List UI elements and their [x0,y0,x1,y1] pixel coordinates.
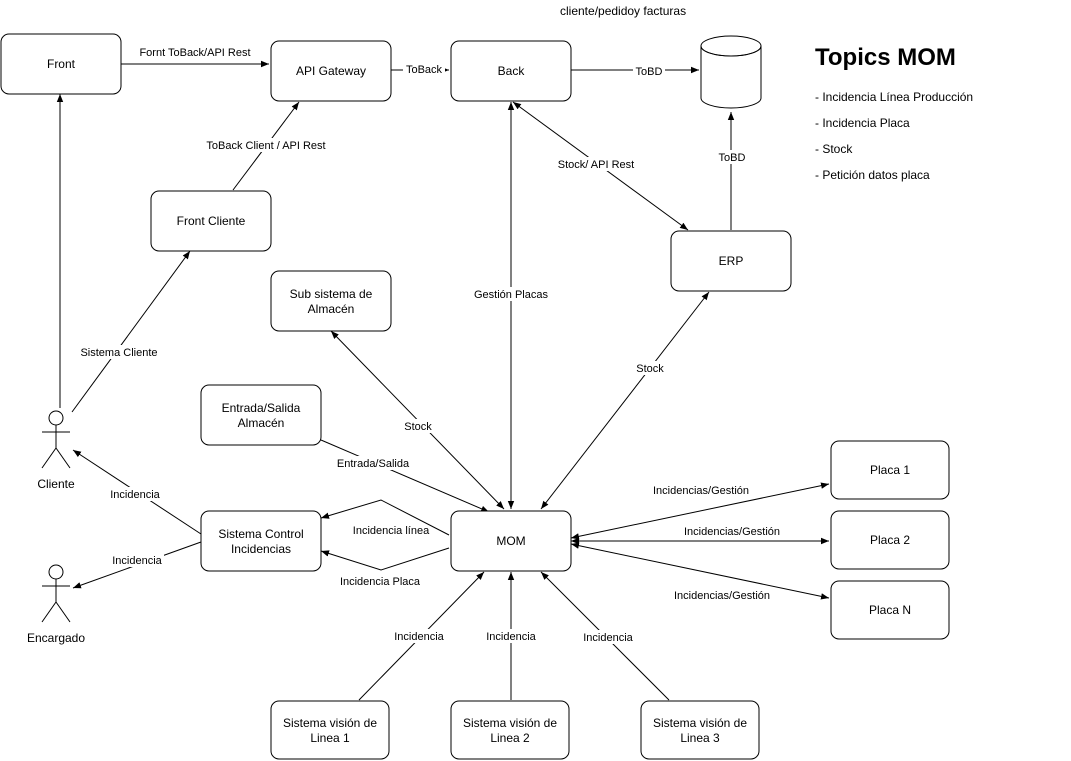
label-front-api: Fornt ToBack/API Rest [139,47,250,59]
label-api-back: ToBack [406,64,443,76]
node-sistema-control[interactable]: Sistema Control Incidencias [200,510,322,572]
label-frontcliente-api: ToBack Client / API Rest [206,140,325,152]
node-sub-almacen[interactable]: Sub sistema de Almacén [270,270,392,332]
edge-mom-control-linea [320,499,450,536]
topic-item: - Incidencia Línea Producción [815,90,974,104]
node-sub-almacen-line2: Almacén [308,302,355,316]
node-front-cliente-label: Front Cliente [177,214,246,228]
node-api-gateway[interactable]: API Gateway [270,40,392,102]
node-sistema-control-line2: Incidencias [231,542,291,556]
label-mom-placa1: Incidencias/Gestión [653,485,749,497]
edge-cliente-frontcliente [71,250,191,413]
node-erp[interactable]: ERP [670,230,792,292]
actor-cliente-label: Cliente [37,477,75,491]
label-mom-control-placa: Incidencia Placa [340,576,421,588]
actor-cliente[interactable] [41,410,71,469]
label-erp-mom: Stock [636,363,664,375]
node-vision3-line2: Linea 3 [680,731,720,745]
node-mom[interactable]: MOM [450,510,572,572]
actor-encargado-icon [48,564,64,580]
node-placa2-label: Placa 2 [870,533,910,547]
label-vision1-mom: Incidencia [394,631,444,643]
header-note: cliente/pedidoy facturas [560,4,687,18]
label-vision3-mom: Incidencia [583,632,633,644]
edge-labels: Fornt ToBack/API Rest ToBack ToBD ToBD T… [78,47,780,644]
label-control-cliente: Incidencia [110,489,160,501]
node-api-gateway-label: API Gateway [296,64,366,78]
node-front-cliente[interactable]: Front Cliente [150,190,272,252]
topics-title: Topics MOM [815,44,956,71]
label-erp-db: ToBD [719,152,746,164]
node-sistema-control-line1: Sistema Control [218,527,303,541]
node-placa2[interactable]: Placa 2 [830,510,950,570]
edge-mom-placaN [570,542,830,600]
edge-erp-mom [540,291,710,510]
node-placaN-label: Placa N [869,603,911,617]
actor-cliente-icon [48,410,64,426]
node-database[interactable] [700,35,762,109]
node-entrada-salida[interactable]: Entrada/Salida Almacén [200,384,322,446]
node-front-label: Front [47,57,76,71]
label-vision2-mom: Incidencia [486,631,536,643]
label-back-erp: Stock/ API Rest [558,159,634,171]
node-vision1-line2: Linea 1 [310,731,350,745]
node-sub-almacen-line1: Sub sistema de [290,287,373,301]
label-back-mom: Gestión Placas [474,289,548,301]
label-control-encargado: Incidencia [112,555,162,567]
node-vision1[interactable]: Sistema visión de Linea 1 [270,700,390,760]
topic-item: - Incidencia Placa [815,116,910,130]
node-mom-label: MOM [496,534,525,548]
topic-item: - Stock [815,142,853,156]
edge-mom-placa1 [570,482,830,540]
label-back-db: ToBD [636,66,663,78]
node-placa1-label: Placa 1 [870,463,910,477]
node-vision1-line1: Sistema visión de [283,716,377,730]
label-mom-placa2: Incidencias/Gestión [684,526,780,538]
node-vision2[interactable]: Sistema visión de Linea 2 [450,700,570,760]
label-mom-placaN: Incidencias/Gestión [674,590,770,602]
actor-encargado[interactable] [41,564,71,623]
label-entrada-mom: Entrada/Salida [337,458,410,470]
node-back[interactable]: Back [450,40,572,102]
edge-entrada-mom [320,439,490,513]
label-mom-control-linea: Incidencia línea [353,525,430,537]
node-front[interactable]: Front [0,33,122,95]
node-vision3[interactable]: Sistema visión de Linea 3 [640,700,760,760]
node-erp-label: ERP [719,254,744,268]
node-vision2-line2: Linea 2 [490,731,530,745]
node-placa1[interactable]: Placa 1 [830,440,950,500]
node-entrada-salida-line1: Entrada/Salida [222,401,301,415]
edge-mom-control-placa [320,547,450,571]
node-placaN[interactable]: Placa N [830,580,950,640]
topics-list: - Incidencia Línea Producción - Incidenc… [815,88,973,192]
node-vision2-line1: Sistema visión de [463,716,557,730]
label-almacen-mom: Stock [404,421,432,433]
node-vision3-line1: Sistema visión de [653,716,747,730]
topic-item: - Petición datos placa [815,168,930,182]
node-back-label: Back [498,64,526,78]
node-entrada-salida-line2: Almacén [238,416,285,430]
actor-encargado-label: Encargado [27,631,85,645]
label-cliente-frontcliente: Sistema Cliente [80,347,157,359]
